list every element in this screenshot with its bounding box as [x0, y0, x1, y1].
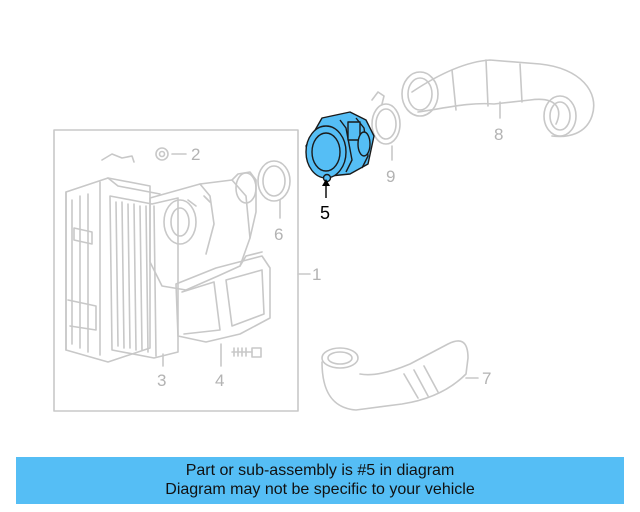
assembly-box	[53, 129, 299, 412]
air-cleaner-housing	[65, 177, 161, 363]
clip	[101, 153, 135, 163]
nut	[155, 147, 169, 161]
parts-diagram: 1 2 3 4 5 6 7 8 9	[53, 59, 595, 412]
banner-line-part: Part or sub-assembly is #5 in diagram	[185, 462, 455, 479]
callout-8: 8	[494, 125, 503, 144]
clamp	[371, 91, 401, 145]
callout-6: 6	[274, 225, 283, 244]
callout-2: 2	[191, 145, 200, 164]
callout-7: 7	[482, 369, 491, 388]
air-filter-element	[109, 195, 179, 359]
intake-hose-lower	[321, 340, 469, 411]
banner-line-disclaimer: Diagram may not be specific to your vehi…	[165, 481, 475, 498]
highlighted-part-5	[305, 111, 375, 183]
intake-hose-upper	[401, 59, 595, 138]
callout-5: 5	[320, 203, 330, 223]
air-cleaner-cover	[149, 171, 257, 291]
bolt	[231, 347, 262, 358]
lower-resonator	[175, 251, 271, 343]
callout-1: 1	[312, 265, 321, 284]
callout-3: 3	[157, 371, 166, 390]
callout-9: 9	[386, 167, 395, 186]
callout-4: 4	[215, 371, 224, 390]
info-banner: Part or sub-assembly is #5 in diagram Di…	[16, 457, 624, 504]
seal-ring	[257, 160, 291, 202]
